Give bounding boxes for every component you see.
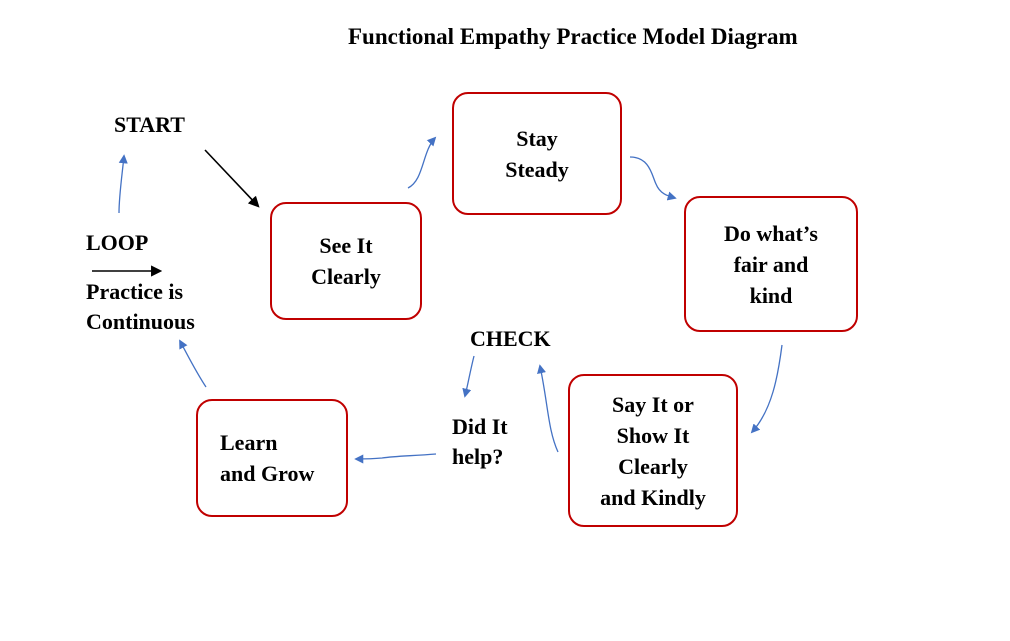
step-label-line: Steady — [505, 156, 569, 182]
step-label-line: kind — [749, 282, 793, 308]
step-label-line: See It — [319, 233, 373, 258]
step-label-line: Learn — [220, 430, 278, 455]
loop-description-line-1: Practice is — [86, 279, 184, 304]
start-label: START — [114, 112, 185, 137]
loop-label: LOOP — [86, 230, 149, 255]
flow-arrow-say-to-check — [537, 364, 559, 453]
check-question-line-1: Did It — [452, 414, 508, 439]
step-label-line: fair and — [733, 251, 809, 277]
flow-arrow-check-to-question — [462, 355, 475, 398]
check-label: CHECK — [470, 326, 551, 351]
step-see-it-clearly: See It Clearly — [270, 202, 422, 320]
step-label-line: Do what’s — [724, 220, 818, 246]
step-say-it-or-show-it: Say It or Show It Clearly and Kindly — [568, 374, 738, 527]
step-label-line: Show It — [616, 422, 690, 448]
diagram-title: Functional Empathy Practice Model Diagra… — [348, 24, 798, 49]
flow-arrow-loop-to-start — [118, 154, 128, 214]
step-label-line: Stay — [516, 125, 558, 151]
flow-arrow-question-to-learn — [354, 453, 437, 464]
check-question-line-2: help? — [452, 444, 504, 469]
flow-arrow-fair-to-say — [750, 344, 783, 434]
flow-arrow-see-to-steady — [407, 136, 437, 189]
step-do-whats-fair-and-kind: Do what’s fair and kind — [684, 196, 858, 332]
flow-arrow-learn-to-loop — [179, 339, 207, 388]
flow-arrow-steady-to-fair — [629, 156, 677, 201]
step-label-line: and Grow — [220, 461, 315, 486]
step-label-line: Clearly — [618, 453, 688, 479]
start-arrow — [204, 149, 260, 208]
step-learn-and-grow: Learn and Grow — [196, 399, 348, 517]
loop-description-line-2: Continuous — [86, 309, 195, 334]
step-stay-steady: Stay Steady — [452, 92, 622, 215]
step-label-line: Clearly — [311, 264, 381, 289]
step-label-line: Say It or — [612, 391, 694, 417]
step-label-line: and Kindly — [600, 484, 706, 510]
